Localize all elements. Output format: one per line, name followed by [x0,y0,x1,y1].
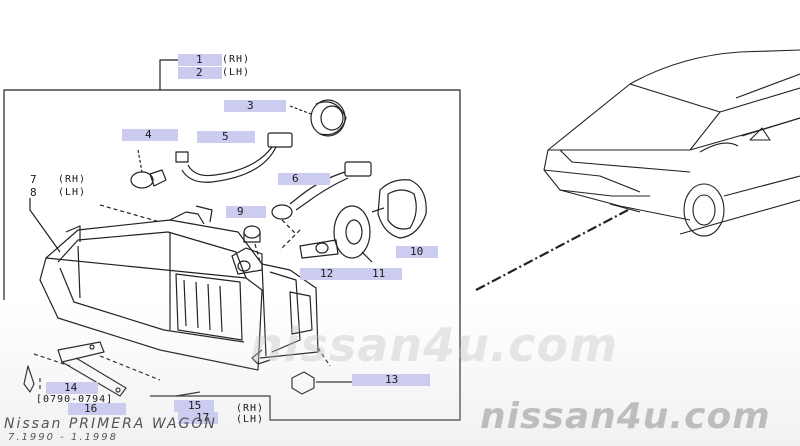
part-number-4[interactable]: 4 [145,128,152,141]
part-number-16[interactable]: 16 [84,402,98,415]
production-dates: 7.1990 - 1.1998 [8,432,118,443]
watermark-corner: nissan4u.com [480,396,771,437]
label-highlight-16 [68,403,126,415]
model-title: Nissan PRIMERA WAGON [4,416,217,432]
part-number-3[interactable]: 3 [247,99,254,112]
part-number-6[interactable]: 6 [292,172,299,185]
part-number-12[interactable]: 12 [320,267,334,280]
label-highlight-1 [178,54,222,66]
label-highlight-15 [174,400,214,412]
part-variant-1: (RH) [222,54,251,65]
label-highlight-5 [197,131,255,143]
label-highlight-9 [226,206,266,218]
label-highlight-14 [46,382,98,394]
label-highlight-10 [396,246,438,258]
label-highlight-13 [352,374,430,386]
label-highlight-3 [224,100,286,112]
label-highlight-17 [178,412,218,424]
part-number-14[interactable]: 14 [64,381,78,394]
part-number-7[interactable]: 7 [30,173,37,186]
part-variant-7: (RH) [58,174,87,185]
part-variant-17: (LH) [236,414,265,425]
watermark-center: nissan4u.com [250,318,619,372]
part-number-10[interactable]: 10 [410,245,424,258]
part-note-14: [0790-0794] [36,394,114,405]
label-highlight-6 [278,173,330,185]
part-variant-8: (LH) [58,187,87,198]
part-number-5[interactable]: 5 [222,130,229,143]
label-highlight-2 [178,67,222,79]
part-number-13[interactable]: 13 [385,373,399,386]
part-variant-15: (RH) [236,403,265,414]
part-number-15[interactable]: 15 [188,399,202,412]
part-number-8[interactable]: 8 [30,186,37,199]
part-number-17[interactable]: 17 [196,411,210,424]
watermark-fade [0,300,800,446]
part-number-2[interactable]: 2 [196,66,203,79]
label-highlight-11-12 [300,268,402,280]
part-variant-2: (LH) [222,67,251,78]
part-number-9[interactable]: 9 [237,205,244,218]
part-number-1[interactable]: 1 [196,53,203,66]
label-highlight-4 [122,129,178,141]
part-number-11[interactable]: 11 [372,267,386,280]
